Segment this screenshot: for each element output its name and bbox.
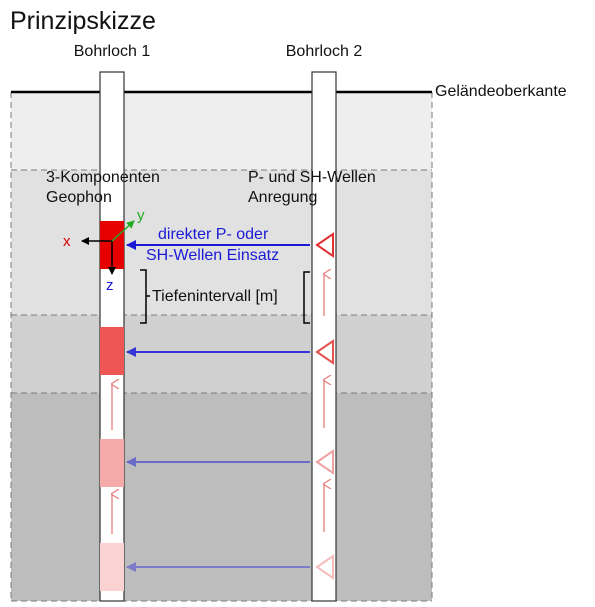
borehole-2-label: Bohrloch 2 bbox=[286, 43, 363, 60]
wave-label-line2: SH-Wellen Einsatz bbox=[146, 247, 279, 264]
depth-interval-bracket-right bbox=[303, 271, 310, 324]
layer-bottom bbox=[11, 393, 432, 601]
layer-third bbox=[11, 315, 432, 393]
diagram-title: Prinzipskizze bbox=[10, 7, 156, 35]
ground-surface-label: Geländeoberkante bbox=[435, 83, 567, 100]
source-triangle-1 bbox=[315, 232, 334, 258]
ground-layers bbox=[10, 90, 433, 602]
geophone-label-line2: Geophon bbox=[46, 189, 112, 206]
depth-interval-label: Tiefenintervall [m] bbox=[152, 288, 278, 305]
source-triangle-4 bbox=[315, 554, 334, 580]
source-triangle-2 bbox=[315, 339, 334, 365]
layer-top bbox=[11, 92, 432, 170]
geophone-position-4 bbox=[100, 543, 124, 591]
source-label-line2: Anregung bbox=[248, 189, 317, 206]
axis-x-label: x bbox=[63, 233, 71, 250]
source-triangle-3 bbox=[315, 449, 334, 475]
source-label-line1: P- und SH-Wellen bbox=[248, 169, 376, 186]
wave-label-line1: direkter P- oder bbox=[158, 226, 269, 243]
geophone-axes bbox=[81, 220, 135, 275]
geophone-label-line1: 3-Komponenten bbox=[46, 169, 160, 186]
geophone-position-3 bbox=[100, 439, 124, 487]
axis-z-label: z bbox=[106, 277, 114, 294]
axis-y-arrow bbox=[111, 220, 135, 242]
geophone-position-2 bbox=[100, 327, 124, 375]
axis-y-label: y bbox=[137, 207, 145, 224]
borehole-1-label: Bohrloch 1 bbox=[74, 43, 151, 60]
